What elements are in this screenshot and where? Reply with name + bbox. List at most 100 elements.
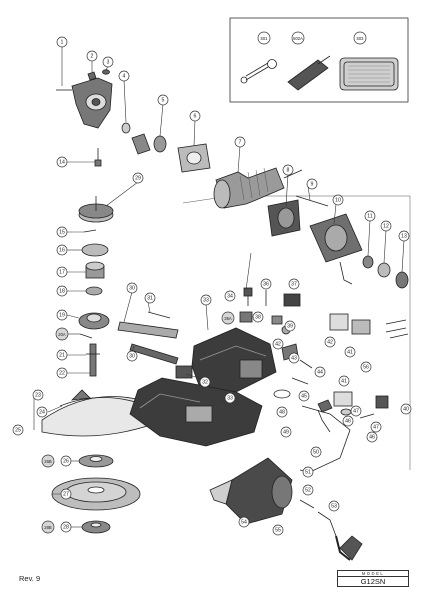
callout-label: 53 — [331, 503, 337, 509]
callout-2: 2 — [86, 50, 98, 62]
callout-37: 37 — [288, 278, 300, 290]
callout-46a: 46 — [342, 415, 354, 427]
stator-screw-part — [295, 195, 329, 207]
model-box: MODEL G12SN — [337, 570, 409, 587]
callout-label: 36 — [263, 281, 269, 287]
rubber-ring-part — [395, 271, 409, 289]
callout-label: 37 — [291, 281, 297, 287]
callout-label: 24 — [39, 409, 45, 415]
callout-label: 29 — [135, 175, 141, 181]
noise-suppressor-part — [243, 287, 253, 306]
callout-23: 23 — [32, 389, 44, 401]
callout-18: 18 — [56, 285, 68, 297]
spindle-screw-part — [94, 148, 102, 167]
callout-label: 40 — [403, 406, 409, 412]
callout-7: 7 — [234, 136, 246, 148]
callout-47a: 47 — [370, 421, 382, 433]
callout-41a: 41 — [344, 346, 356, 358]
callout-13: 13 — [398, 230, 410, 242]
rear-bearing-part — [377, 262, 391, 278]
callout-38: 38 — [252, 311, 264, 323]
callout-15: 15 — [56, 226, 68, 238]
callout-label: 4 — [123, 73, 126, 79]
lock-button-part — [87, 69, 110, 81]
gear-cover-part — [56, 77, 113, 129]
callout-label: 14 — [59, 159, 65, 165]
housing-upper-part — [191, 327, 277, 393]
bearing-part — [153, 135, 167, 153]
callout-label: 8 — [287, 167, 290, 173]
revision-label: Rev. 9 — [19, 574, 41, 583]
callout-layer: 1234567891011121314151617181920A21222324… — [12, 31, 412, 536]
switch-unit-part — [283, 293, 301, 307]
callout-label: 41 — [347, 349, 353, 355]
terminal-part — [271, 315, 283, 325]
callout-12: 12 — [380, 220, 392, 232]
cord-armor-part — [299, 405, 351, 473]
spiral-gear-part — [78, 196, 114, 223]
callout-20a: 20A — [55, 327, 69, 341]
collar-part — [85, 286, 103, 296]
carbon-brush-part — [329, 313, 371, 407]
callout-29: 29 — [132, 172, 144, 184]
brush-holder-part — [239, 311, 253, 323]
ball-bearing-part — [85, 261, 105, 279]
callout-label: 41 — [341, 378, 347, 384]
armature-part — [213, 167, 303, 209]
callout-label: 26B — [44, 459, 52, 464]
callout-label: 502A — [293, 36, 303, 41]
callout-label: 10 — [335, 197, 341, 203]
callout-56: 56 — [360, 361, 372, 373]
callout-label: 42 — [327, 339, 333, 345]
callout-42a: 42 — [324, 336, 336, 348]
callout-35a: 35A — [221, 311, 235, 325]
callout-28: 28 — [60, 521, 72, 533]
callout-label: 19 — [59, 312, 65, 318]
callout-17: 17 — [56, 266, 68, 278]
washer-part — [121, 122, 131, 134]
callout-502a: 502A — [291, 31, 305, 45]
side-handle-part — [287, 55, 331, 91]
stator-part — [309, 213, 363, 285]
packing-gland-part — [78, 312, 110, 330]
callout-label: 44 — [317, 369, 323, 375]
callout-label: 33 — [227, 395, 233, 401]
callout-label: 17 — [59, 269, 65, 275]
screw-15-part — [83, 229, 97, 233]
callout-36: 36 — [260, 278, 272, 290]
callout-26: 26 — [60, 455, 72, 467]
callout-28b: 28B — [41, 520, 55, 534]
callout-label: 55 — [275, 527, 281, 533]
callout-label: 30 — [129, 353, 135, 359]
brush-cover-part — [362, 255, 374, 269]
callout-14: 14 — [56, 156, 68, 168]
fan-baffle-part — [267, 199, 301, 237]
callout-50: 50 — [310, 446, 322, 458]
callout-label: 503 — [357, 36, 365, 41]
wheel-washer-part — [78, 454, 114, 468]
wrench-part — [240, 59, 277, 84]
callout-label: 43 — [291, 355, 297, 361]
callout-label: 26 — [63, 458, 69, 464]
callout-label: 2 — [91, 53, 94, 59]
callout-label: 22 — [59, 370, 65, 376]
callout-39: 39 — [284, 320, 296, 332]
callout-label: 9 — [311, 181, 314, 187]
model-name: G12SN — [360, 577, 386, 586]
grinding-wheel-part — [51, 477, 141, 511]
callout-label: 3 — [107, 59, 110, 65]
callout-32: 32 — [199, 376, 211, 388]
callout-label: 46 — [345, 418, 351, 424]
callout-3: 3 — [102, 56, 114, 68]
callout-40: 40 — [400, 403, 412, 415]
callout-label: 5 — [162, 97, 165, 103]
tapping-screw-part — [299, 499, 315, 509]
callout-49: 49 — [280, 426, 292, 438]
callout-label: 30 — [129, 285, 135, 291]
callout-41b: 41 — [338, 375, 350, 387]
callout-48: 48 — [276, 406, 288, 418]
leader-lines — [33, 47, 405, 528]
callout-9: 9 — [306, 178, 318, 190]
callout-label: 23 — [35, 392, 41, 398]
bearing-cover-part — [81, 243, 109, 257]
